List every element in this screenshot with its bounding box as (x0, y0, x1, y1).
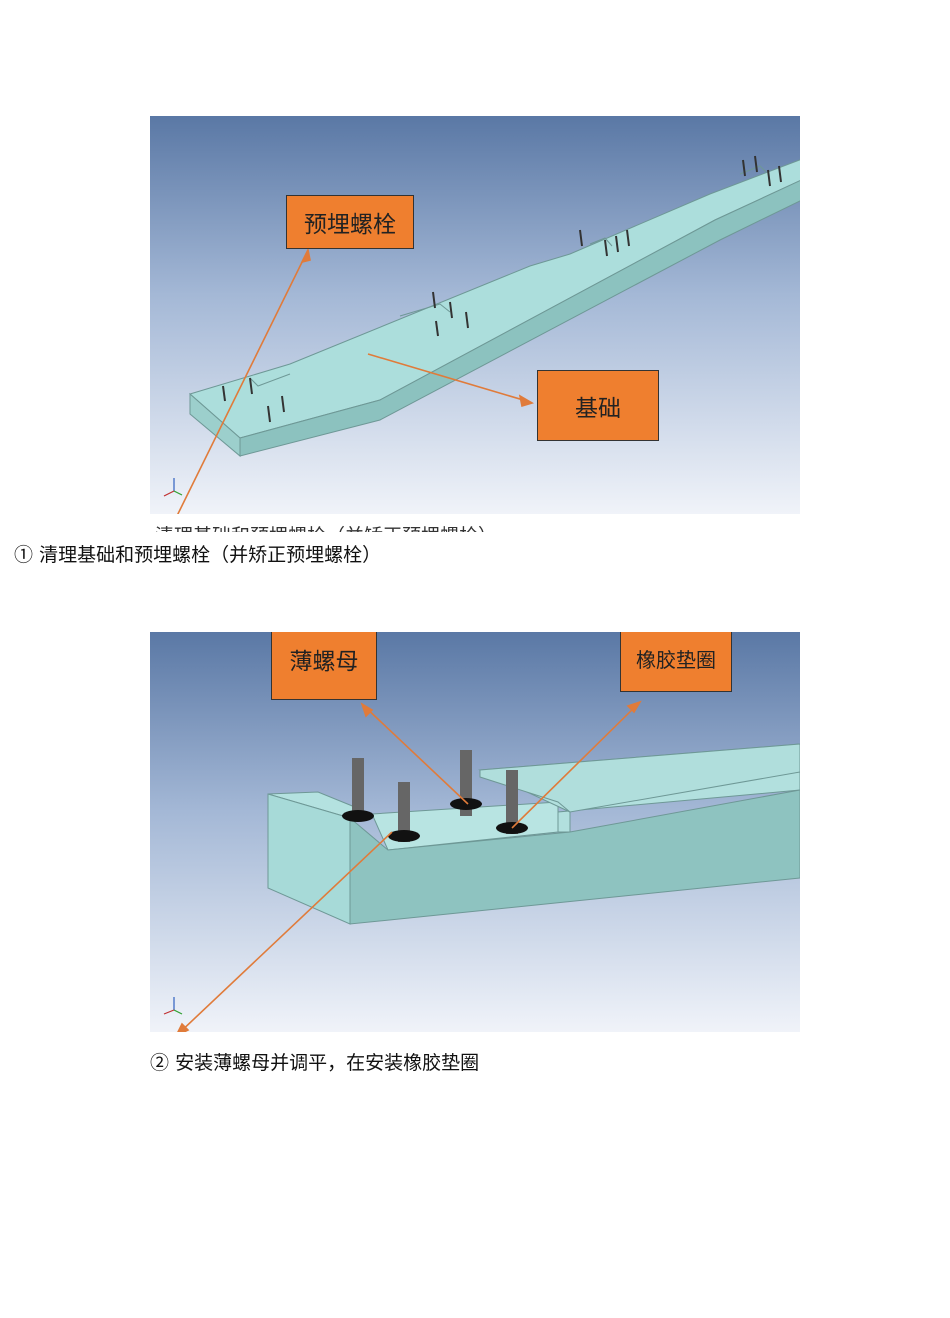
caption-step-1: ① 清理基础和预埋螺栓（并矫正预埋螺栓） (14, 540, 381, 567)
step-number: ① (14, 544, 34, 566)
bolt-4 (506, 770, 518, 834)
figure-1-foundation-render: 预埋螺栓 基础 (150, 116, 800, 514)
figure-2-nut-install-render: 薄螺母 橡胶垫圈 (150, 632, 800, 1032)
callout-embedded-bolts: 预埋螺栓 (286, 195, 414, 249)
callout-rubber-washer: 橡胶垫圈 (620, 632, 732, 692)
foundation-3d-model (150, 116, 800, 514)
caption-text: 安装薄螺母并调平，在安装橡胶垫圈 (175, 1052, 480, 1074)
caption-step-2: ② 安装薄螺母并调平，在安装橡胶垫圈 (150, 1048, 479, 1075)
callout-arrows (177, 700, 642, 1032)
callout-arrows (177, 247, 534, 514)
callout-thin-nut: 薄螺母 (271, 632, 377, 700)
thin-nut-1 (342, 810, 374, 822)
foundation-right-top-flat (479, 743, 800, 813)
caption-text: 清理基础和预埋螺栓（并矫正预埋螺栓） (39, 544, 382, 566)
axis-triad-icon (163, 478, 183, 497)
axis-triad-icon (163, 997, 183, 1015)
thin-nut-2 (388, 830, 420, 842)
bolt-1 (352, 758, 364, 814)
overlapped-caption-ghost: 清理基础和预埋螺栓（并矫正预埋螺栓） (155, 521, 497, 532)
embedded-bolts (222, 155, 782, 423)
callout-foundation: 基础 (537, 370, 659, 441)
nut-install-3d-model (150, 632, 800, 1032)
thin-nut-3 (450, 798, 482, 810)
foundation-side-face (349, 789, 800, 925)
step-number: ② (150, 1052, 170, 1074)
foundation-side-face (239, 180, 800, 457)
bolt-2 (398, 782, 410, 842)
